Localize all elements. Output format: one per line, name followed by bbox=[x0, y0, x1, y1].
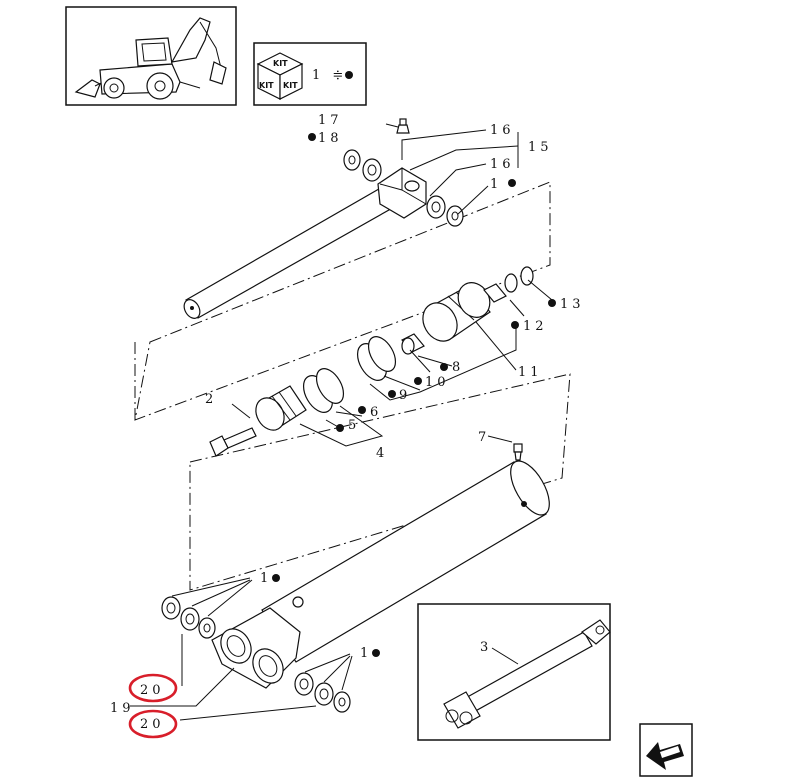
exploded-view-guides bbox=[134, 181, 571, 591]
callout-6: 6 bbox=[370, 405, 382, 420]
callout-1-left: 1 bbox=[260, 571, 272, 586]
callout-15: 15 bbox=[528, 140, 553, 155]
callout-2: 2 bbox=[205, 392, 217, 407]
callout-16-bottom: 16 bbox=[490, 157, 515, 172]
next-page-nav-button[interactable] bbox=[639, 723, 693, 777]
callout-1-top: 1 bbox=[490, 177, 502, 192]
cylinder-barrel bbox=[161, 443, 550, 713]
callout-labels: 17 18 16 15 16 1 13 12 11 8 10 9 2 6 5 4… bbox=[110, 113, 585, 732]
red-highlight-marks bbox=[128, 673, 178, 739]
highlight-ellipse-lower bbox=[128, 709, 178, 739]
complete-cylinder-inset bbox=[417, 603, 611, 741]
callout-18: 18 bbox=[318, 131, 343, 146]
callout-16-top: 16 bbox=[490, 123, 515, 138]
callout-4: 4 bbox=[376, 446, 388, 461]
kit-face-right: KIT bbox=[283, 81, 298, 90]
kit-face-left: KIT bbox=[259, 81, 274, 90]
callout-19: 19 bbox=[110, 701, 135, 716]
kit-legend-text: 1 ≑ bbox=[312, 68, 347, 83]
kit-marker-dot bbox=[345, 71, 353, 79]
callout-13: 13 bbox=[560, 297, 585, 312]
kit-cube-icon: KIT KIT KIT bbox=[256, 52, 304, 100]
kit-legend-box: KIT KIT KIT 1 ≑ bbox=[253, 42, 367, 106]
callout-5: 5 bbox=[348, 418, 360, 433]
callout-17: 17 bbox=[318, 113, 343, 128]
callout-20-lower: 20 bbox=[140, 717, 165, 732]
callout-9: 9 bbox=[399, 388, 411, 403]
highlight-ellipse-upper bbox=[128, 673, 178, 703]
callout-20-upper: 20 bbox=[140, 683, 165, 698]
callout-11: 11 bbox=[518, 365, 543, 380]
callout-3: 3 bbox=[480, 640, 492, 655]
callout-1-right: 1 bbox=[360, 646, 372, 661]
callout-10: 10 bbox=[425, 375, 450, 390]
backhoe-loader-thumbnail bbox=[65, 6, 237, 106]
callout-8: 8 bbox=[452, 360, 464, 375]
callout-12: 12 bbox=[523, 319, 548, 334]
kit-face-top: KIT bbox=[273, 59, 288, 68]
callout-7: 7 bbox=[478, 430, 490, 445]
arrow-next-page-icon bbox=[646, 742, 684, 770]
piston-rod-assembly bbox=[183, 118, 464, 319]
gland-and-seals bbox=[209, 266, 534, 457]
